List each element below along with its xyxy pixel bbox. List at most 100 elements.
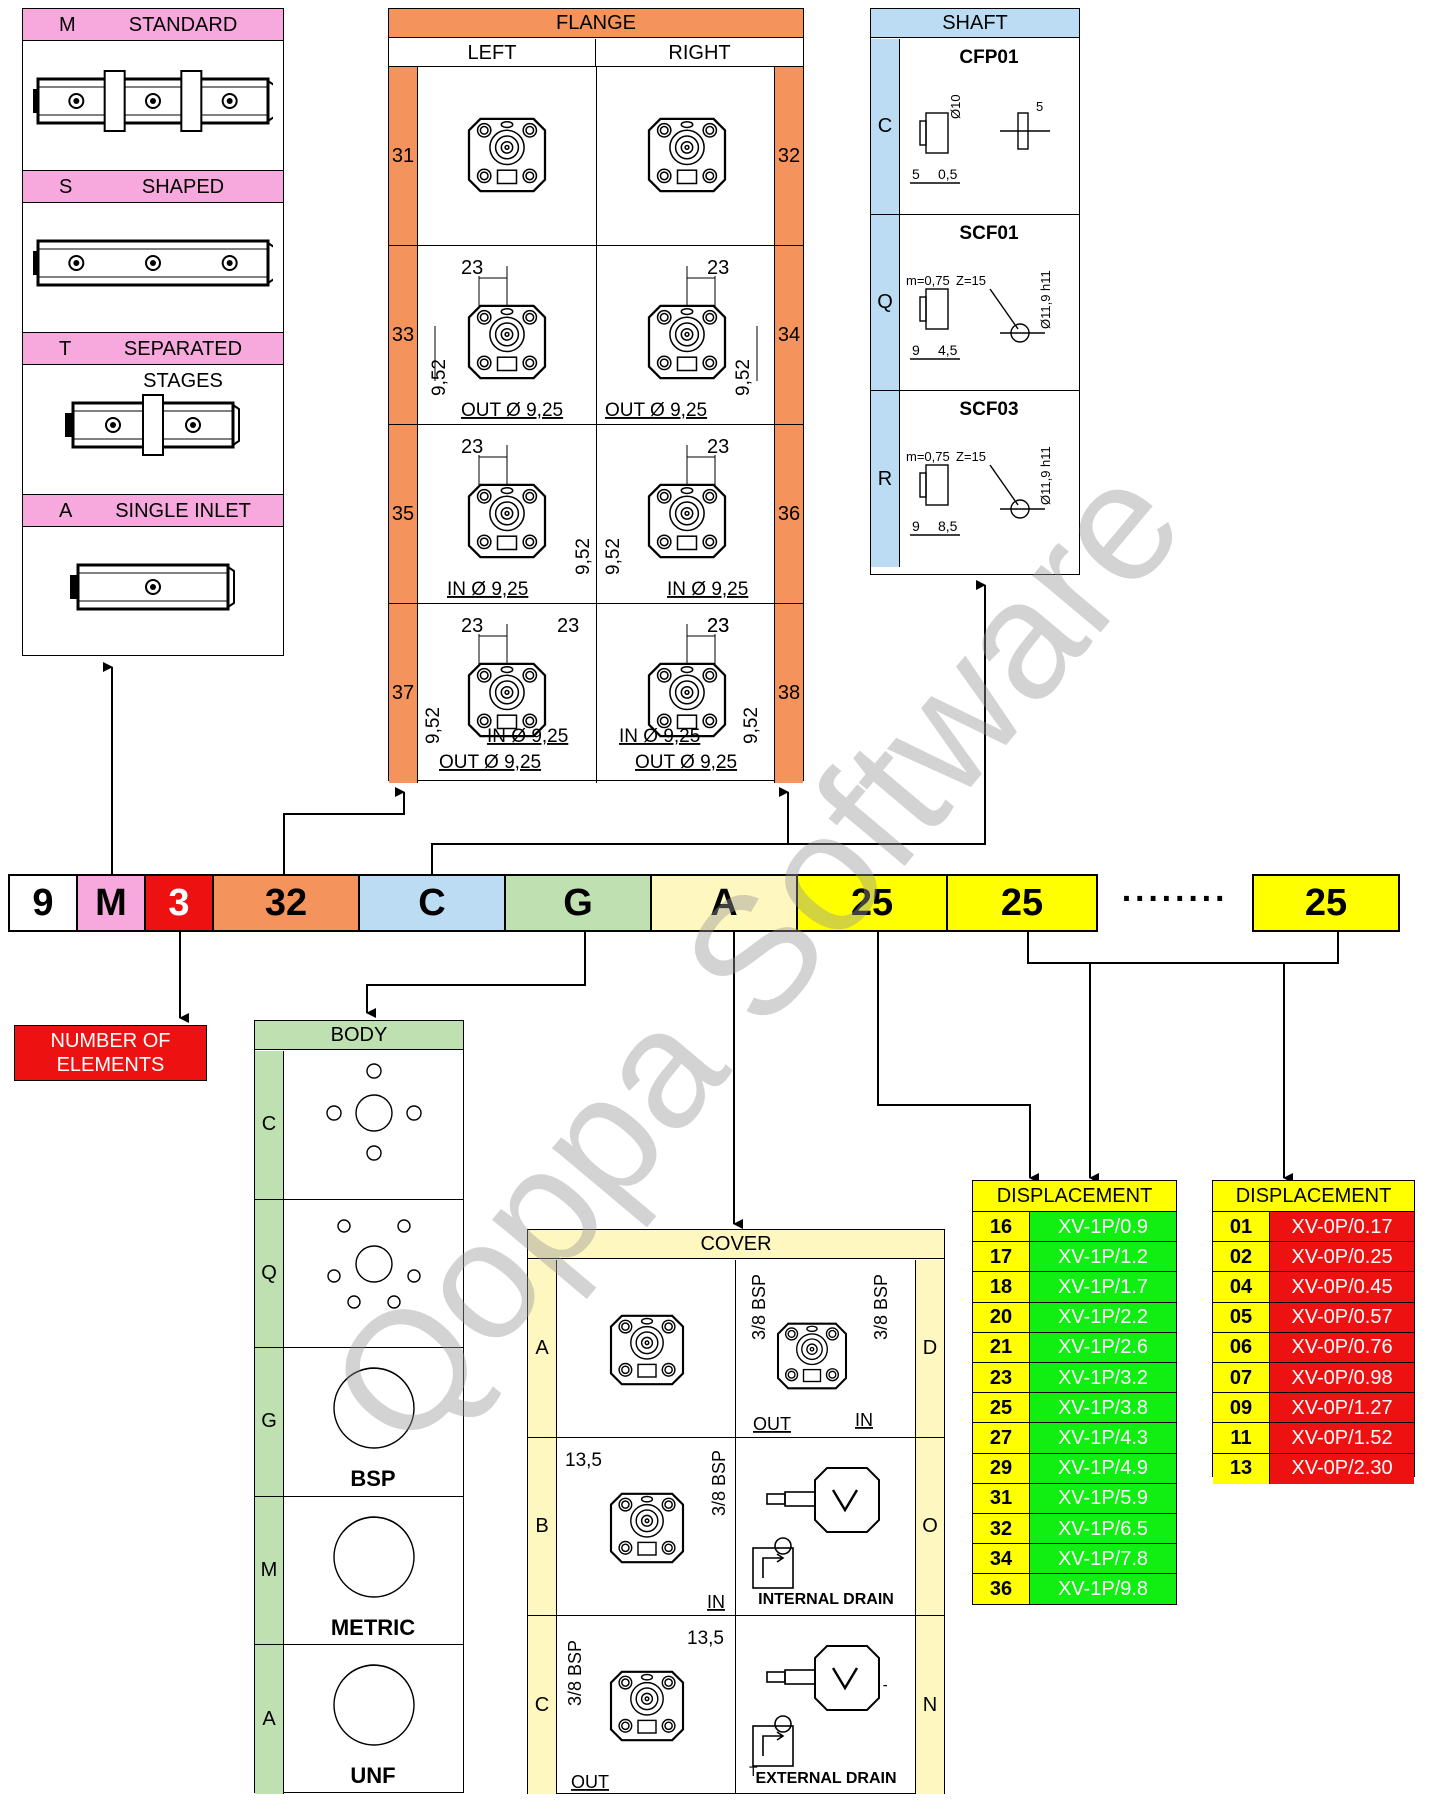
displacement-model: XV-1P/6.5 [1030, 1514, 1176, 1544]
body-drawing [284, 1501, 464, 1621]
displacement-model: XV-1P/3.8 [1030, 1393, 1176, 1423]
dim-bsp: 3/8 BSP [871, 1274, 887, 1340]
dim-135: 13,5 [565, 1450, 602, 1471]
displacement-model: XV-1P/5.9 [1030, 1484, 1176, 1514]
displacement-code: 18 [973, 1272, 1030, 1302]
code-cell-2: 3 [146, 874, 214, 932]
displacement-code: 11 [1213, 1423, 1270, 1453]
dim-135: 13,5 [687, 1628, 724, 1649]
displacement-model: XV-1P/4.9 [1030, 1454, 1176, 1484]
dim-in: IN [855, 1410, 873, 1430]
body-drawing [284, 1055, 464, 1175]
displacement-code: 05 [1213, 1303, 1270, 1333]
dim-bsp: 3/8 BSP [709, 1450, 729, 1516]
code-bar: 9M332CGA252525········ [8, 874, 1400, 932]
displacement-code: 25 [973, 1393, 1030, 1423]
displacement-code: 27 [973, 1423, 1030, 1453]
displacement-model: XV-0P/1.27 [1270, 1393, 1414, 1423]
body-code: Q [255, 1200, 284, 1348]
displacement-row: 21XV-1P/2.6 [973, 1332, 1176, 1363]
external-drain-label: EXTERNAL DRAIN [737, 1770, 915, 1788]
displacement-model: XV-1P/2.2 [1030, 1303, 1176, 1333]
displacement-model: XV-0P/2.30 [1270, 1454, 1414, 1484]
displacement-row: 32XV-1P/6.5 [973, 1513, 1176, 1544]
displacement-0p-title: DISPLACEMENT [1213, 1181, 1414, 1211]
code-cell-7: 25 [798, 874, 948, 932]
cover-panel: COVER A D3/8 BSP3/8 BSPOUTIN B O 13,5 3/8 BSP… [527, 1229, 945, 1794]
dim-t: T [883, 1683, 887, 1700]
displacement-model: XV-0P/0.98 [1270, 1363, 1414, 1393]
number-of-elements-text: NUMBER OF ELEMENTS [41, 1029, 181, 1077]
displacement-code: 34 [973, 1544, 1030, 1574]
displacement-model: XV-1P/0.9 [1030, 1212, 1176, 1242]
code-cell-1: M [78, 874, 146, 932]
displacement-model: XV-1P/4.3 [1030, 1423, 1176, 1453]
cover-code-right: N [915, 1616, 944, 1794]
cover-code-left: B [528, 1438, 557, 1615]
code-dots: ········ [1098, 880, 1252, 919]
cover-left-drawing: 13,53/8 BSPIN [557, 1438, 735, 1616]
body-title: BODY [255, 1021, 463, 1050]
displacement-model: XV-1P/3.2 [1030, 1363, 1176, 1393]
dim-bsp: 3/8 BSP [565, 1640, 585, 1706]
displacement-code: 09 [1213, 1393, 1270, 1423]
number-of-elements-label: NUMBER OF ELEMENTS [14, 1025, 207, 1081]
code-cell-9: 25 [1252, 874, 1400, 932]
cover-code-right: O [915, 1438, 944, 1615]
displacement-row: 04XV-0P/0.45 [1213, 1271, 1414, 1302]
code-cell-6: A [652, 874, 798, 932]
displacement-code: 06 [1213, 1333, 1270, 1363]
body-drawing [284, 1649, 464, 1769]
displacement-code: 21 [973, 1333, 1030, 1363]
displacement-row: 17XV-1P/1.2 [973, 1241, 1176, 1272]
displacement-code: 04 [1213, 1272, 1270, 1302]
displacement-code: 23 [973, 1363, 1030, 1393]
cover-left-drawing [557, 1260, 735, 1438]
cover-code-left: C [528, 1616, 557, 1794]
body-thread-label: METRIC [283, 1615, 463, 1641]
code-cell-5: G [506, 874, 652, 932]
cover-right-drawing: TT [737, 1616, 887, 1794]
body-thread-label: UNF [283, 1763, 463, 1789]
cover-right-drawing [737, 1438, 887, 1616]
cover-title: COVER [528, 1230, 944, 1259]
displacement-model: XV-0P/0.17 [1270, 1212, 1414, 1242]
cover-code-left: A [528, 1260, 557, 1437]
displacement-model: XV-0P/0.76 [1270, 1333, 1414, 1363]
body-panel: BODY CQGBSPMMETRICAUNF [254, 1020, 464, 1793]
displacement-code: 36 [973, 1574, 1030, 1604]
body-drawing [284, 1204, 464, 1324]
cover-code-right: D [915, 1260, 944, 1437]
displacement-row: 36XV-1P/9.8 [973, 1573, 1176, 1604]
displacement-row: 13XV-0P/2.30 [1213, 1453, 1414, 1484]
displacement-row: 06XV-0P/0.76 [1213, 1332, 1414, 1363]
displacement-model: XV-1P/1.2 [1030, 1242, 1176, 1272]
displacement-code: 13 [1213, 1454, 1270, 1484]
body-code: A [255, 1645, 284, 1794]
displacement-0p-table: DISPLACEMENT 01XV-0P/0.1702XV-0P/0.2504X… [1212, 1180, 1415, 1477]
displacement-model: XV-0P/0.25 [1270, 1242, 1414, 1272]
displacement-code: 16 [973, 1212, 1030, 1242]
displacement-code: 20 [973, 1303, 1030, 1333]
code-cell-4: C [360, 874, 506, 932]
displacement-row: 07XV-0P/0.98 [1213, 1362, 1414, 1393]
displacement-row: 09XV-0P/1.27 [1213, 1392, 1414, 1423]
displacement-model: XV-1P/2.6 [1030, 1333, 1176, 1363]
displacement-model: XV-0P/0.57 [1270, 1303, 1414, 1333]
displacement-model: XV-1P/9.8 [1030, 1574, 1176, 1604]
internal-drain-label: INTERNAL DRAIN [737, 1591, 915, 1609]
body-option-q: Q [255, 1200, 463, 1349]
body-option-c: C [255, 1051, 463, 1200]
code-cell-3: 32 [214, 874, 360, 932]
displacement-row: 23XV-1P/3.2 [973, 1362, 1176, 1393]
